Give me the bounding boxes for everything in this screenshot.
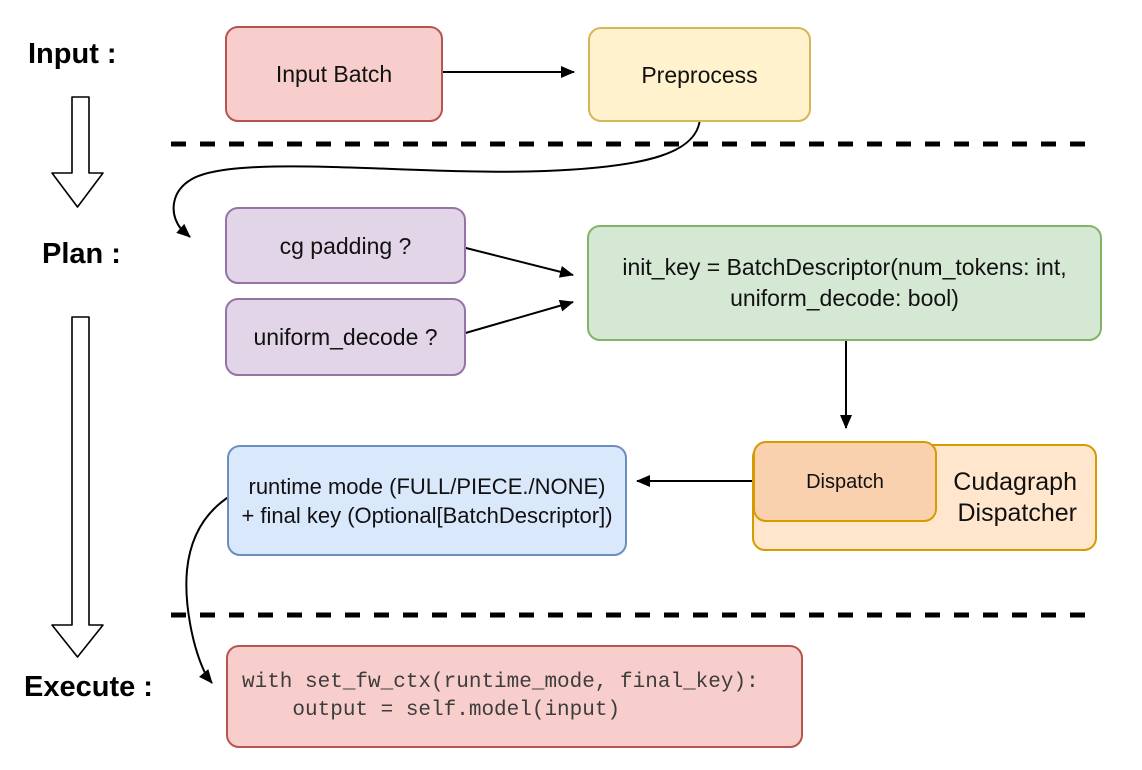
node-cudagraph-dispatcher-line2: Dispatcher bbox=[957, 498, 1078, 527]
node-uniform-decode: uniform_decode ? bbox=[225, 298, 466, 376]
node-cg-padding-label: cg padding ? bbox=[279, 232, 412, 259]
node-dispatch-label: Dispatch bbox=[806, 470, 884, 493]
node-init-key: init_key = BatchDescriptor(num_tokens: i… bbox=[587, 225, 1102, 341]
node-input-batch: Input Batch bbox=[225, 26, 443, 122]
node-init-key-line2: uniform_decode: bool) bbox=[730, 285, 959, 311]
execute-code-line2: output = self.model(input) bbox=[242, 698, 621, 722]
node-init-key-line1: init_key = BatchDescriptor(num_tokens: i… bbox=[622, 254, 1067, 280]
node-preprocess: Preprocess bbox=[588, 27, 811, 122]
node-runtime-mode: runtime mode (FULL/PIECE./NONE) + final … bbox=[227, 445, 627, 556]
node-runtime-mode-line1: runtime mode (FULL/PIECE./NONE) bbox=[248, 473, 606, 499]
arrow-cg-padding-to-init-key bbox=[461, 246, 574, 278]
node-dispatch: Dispatch bbox=[753, 441, 937, 522]
arrow-uniform-decode-to-init-key bbox=[461, 299, 574, 335]
node-runtime-mode-line2: + final key (Optional[BatchDescriptor]) bbox=[241, 502, 613, 528]
arrow-preprocess-to-cg-padding bbox=[172, 117, 701, 238]
node-input-batch-label: Input Batch bbox=[275, 61, 393, 87]
stage-label-plan: Plan : bbox=[42, 238, 121, 270]
node-cg-padding: cg padding ? bbox=[225, 207, 466, 284]
stage-label-input: Input : bbox=[28, 38, 117, 70]
stage-label-execute: Execute : bbox=[24, 671, 153, 703]
node-preprocess-label: Preprocess bbox=[641, 61, 758, 88]
arrow-runtime-mode-to-execute-code bbox=[185, 495, 231, 684]
down-arrow-icon-plan-to-execute bbox=[51, 316, 104, 658]
node-uniform-decode-label: uniform_decode ? bbox=[253, 324, 438, 350]
node-execute-code: with set_fw_ctx(runtime_mode, final_key)… bbox=[226, 645, 803, 748]
node-cudagraph-dispatcher-line1: Cudagraph bbox=[953, 467, 1077, 496]
execute-code-line1: with set_fw_ctx(runtime_mode, final_key)… bbox=[242, 670, 759, 694]
down-arrow-icon-input-to-plan bbox=[51, 96, 104, 208]
